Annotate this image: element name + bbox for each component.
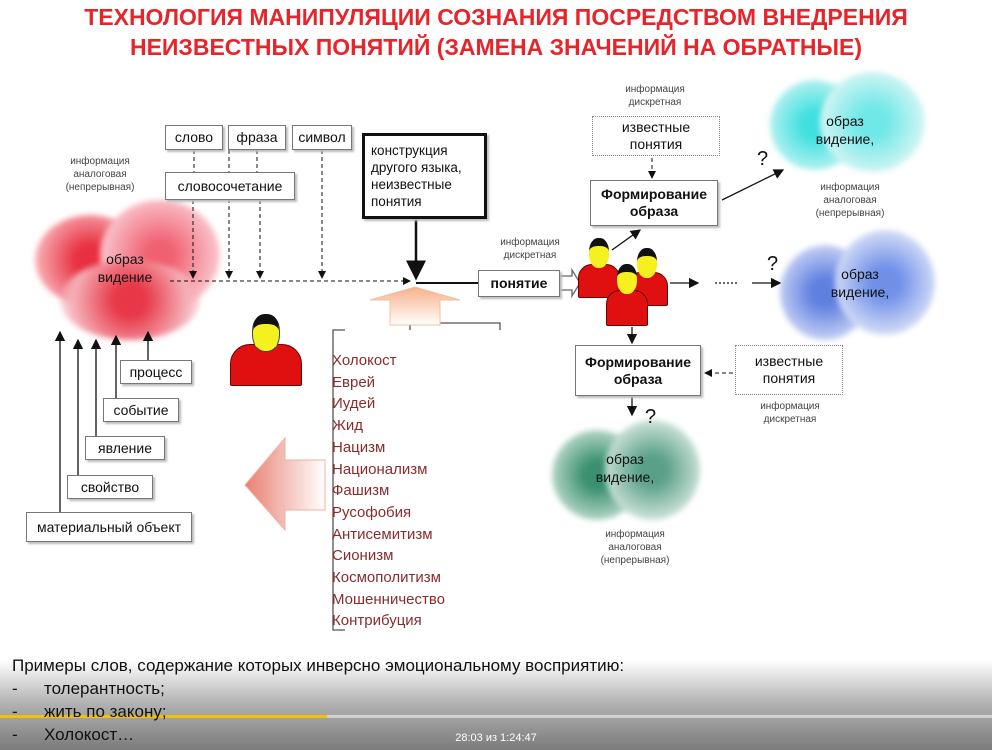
label-line: информация — [760, 401, 820, 412]
label-line: аналоговая — [73, 169, 127, 180]
cloud-text: видение — [97, 269, 153, 285]
label-line: информация — [605, 529, 665, 540]
blue-cloud-text: образ видение, — [815, 265, 905, 301]
analog-info-label-right: информация аналоговая (непрерывная) — [800, 181, 900, 220]
question-mark: ? — [645, 406, 657, 428]
word-box: слово — [165, 125, 223, 150]
cloud-text: образ — [826, 113, 864, 129]
red-cloud-text: образ видение — [85, 250, 165, 286]
cloud-text: образ — [606, 451, 644, 467]
title-line-2: НЕИЗВЕСТНЫХ ПОНЯТИЙ (ЗАМЕНА ЗНАЧЕНИЙ НА … — [129, 34, 863, 60]
box-line: неизвестные — [371, 177, 452, 192]
analog-info-label-bottom: информация аналоговая (непрерывная) — [585, 528, 685, 567]
word-item: Фашизм — [332, 482, 390, 500]
label-line: аналоговая — [608, 542, 662, 553]
box-line: понятия — [629, 136, 683, 152]
word-item: Русофобия — [332, 503, 412, 521]
cyan-cloud-text: образ видение, — [800, 112, 890, 148]
player-controls-shade — [0, 660, 992, 750]
question-mark: ? — [757, 148, 769, 170]
collocation-box: словосочетание — [165, 172, 295, 200]
symbol-box: символ — [292, 125, 352, 150]
green-cloud-text: образ видение, — [585, 450, 665, 486]
cloud-text: образ — [106, 251, 144, 267]
discrete-info-label-bottom: информация дискретная — [740, 400, 840, 426]
title-line-1: ТЕХНОЛОГИЯ МАНИПУЛЯЦИИ СОЗНАНИЯ ПОСРЕДСТ… — [84, 4, 908, 30]
cloud-text: видение, — [595, 469, 655, 485]
label-line: дискретная — [503, 250, 557, 261]
label-line: информация — [625, 84, 685, 95]
label-line: дискретная — [628, 97, 682, 108]
label-line: информация — [500, 237, 560, 248]
box-line: образа — [613, 370, 663, 387]
discrete-info-label: информация дискретная — [480, 236, 580, 262]
word-item: Жид — [332, 417, 363, 435]
phrase-box: фраза — [228, 125, 286, 150]
word-item: Контрибуция — [332, 612, 422, 630]
question-mark: ? — [767, 253, 779, 275]
word-item: Мошенничество — [332, 590, 445, 608]
cloud-text: видение, — [830, 284, 890, 300]
word-item: Холокост — [332, 352, 397, 369]
box-line: конструкция — [371, 143, 448, 158]
word-item: Национализм — [332, 460, 428, 478]
list-item: - толерантность; — [12, 677, 624, 700]
box-line: Формирование — [585, 353, 691, 370]
up-arrow-shape — [369, 286, 461, 326]
label-line: аналоговая — [823, 195, 877, 206]
people-group-icon — [578, 238, 670, 328]
bullet: - — [12, 679, 18, 698]
source-phenomenon: явление — [85, 436, 165, 460]
label-line: (непрерывная) — [65, 182, 135, 193]
word-list: Холокост Еврей Иудей Жид Нацизм Национал… — [332, 350, 445, 632]
source-process: процесс — [120, 360, 192, 384]
source-property: свойство — [67, 475, 153, 499]
word-item: Еврей — [332, 373, 376, 391]
box-line: образа — [629, 203, 679, 219]
source-material-object: материальный объект — [26, 512, 192, 542]
examples-heading: Примеры слов, содержание которых инверсн… — [12, 656, 625, 675]
item-text: толерантность; — [44, 679, 165, 698]
box-line: понятия — [371, 194, 422, 209]
box-line: понятия — [762, 370, 816, 386]
cloud-text: видение, — [815, 131, 875, 147]
word-item: Нацизм — [332, 438, 386, 456]
source-event: событие — [103, 398, 179, 422]
playback-time: 28:03 из 1:24:47 — [455, 732, 537, 744]
label-line: (непрерывная) — [815, 208, 885, 219]
box-line: известные — [754, 353, 824, 369]
cloud-text: образ — [841, 266, 879, 282]
word-item: Иудей — [332, 395, 376, 413]
left-arrow-shape — [244, 436, 326, 532]
word-item: Антисемитизм — [332, 525, 433, 543]
word-item: Сионизм — [332, 547, 394, 565]
label-line: дискретная — [763, 414, 817, 425]
box-line: другого языка, — [371, 160, 462, 175]
box-line: Формирование — [601, 186, 707, 202]
concept-box: понятие — [478, 270, 560, 297]
box-line: известные — [621, 119, 691, 135]
bullet: - — [12, 725, 18, 744]
person-icon — [230, 314, 302, 386]
list-item: - жить по закону; — [12, 700, 624, 723]
progress-bar-fill — [0, 715, 328, 718]
discrete-info-label-top: информация дискретная — [605, 83, 705, 109]
list-item: - Холокост… — [12, 723, 624, 746]
examples-text: Примеры слов, содержание которых инверсн… — [12, 654, 624, 746]
analog-info-label: информация аналоговая (непрерывная) — [45, 155, 155, 194]
item-text: Холокост… — [44, 725, 135, 744]
progress-bar[interactable] — [0, 715, 992, 718]
word-item: Космополитизм — [332, 569, 441, 587]
bullet: - — [12, 702, 18, 721]
item-text: жить по закону; — [44, 702, 167, 721]
construction-box: конструкция другого языка, неизвестные поня… — [362, 133, 487, 219]
label-line: информация — [820, 182, 880, 193]
label-line: (непрерывная) — [600, 555, 670, 566]
slide-title: ТЕХНОЛОГИЯ МАНИПУЛЯЦИИ СОЗНАНИЯ ПОСРЕДСТ… — [0, 2, 992, 62]
label-line: информация — [70, 156, 130, 167]
